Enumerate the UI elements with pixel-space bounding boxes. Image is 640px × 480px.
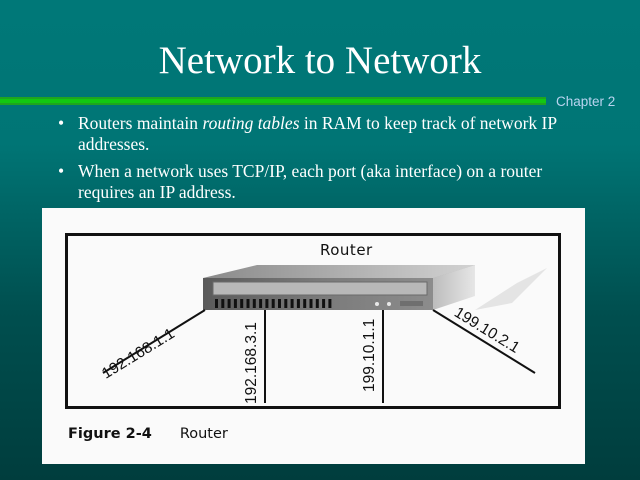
router-vent-slot: [265, 299, 269, 308]
bullet-text: Routers maintain: [78, 113, 203, 133]
figure-frame: [65, 233, 561, 409]
bullet-item: • When a network uses TCP/IP, each port …: [56, 161, 576, 203]
router-label: Router: [320, 241, 373, 259]
router-vent-slot: [278, 299, 281, 308]
chapter-label: Chapter 2: [556, 94, 616, 109]
router-vent-slot: [233, 299, 237, 308]
slide-title: Network to Network: [158, 39, 482, 82]
link-line-left-diagonal: [102, 309, 206, 374]
router-side-face: [433, 265, 475, 310]
router-led-icon: [387, 302, 391, 306]
title-divider: [0, 97, 546, 106]
router-port-panel: [400, 301, 423, 306]
router-vent-slot: [227, 299, 231, 308]
router-vent-slot: [290, 299, 294, 308]
router-led-icon: [375, 302, 379, 306]
router-vent-slot: [271, 299, 275, 308]
router-vent-slot: [322, 299, 326, 308]
router-vent-slot: [296, 299, 300, 308]
router-vent-slot: [246, 299, 250, 308]
router-vent-slot: [328, 299, 332, 308]
router-vent-slot: [221, 299, 225, 308]
ip-label-192-168-3-1: 192.168.3.1: [243, 322, 260, 404]
router-shadow: [475, 268, 547, 310]
router-vent-slot: [309, 299, 313, 308]
router-vent-slot: [215, 299, 218, 308]
link-line-right-diagonal: [432, 309, 536, 374]
router-display-slot: [212, 281, 428, 296]
bullet-emphasis: routing tables: [202, 113, 300, 133]
router-vent-slot: [284, 299, 288, 308]
ip-label-199-10-1-1: 199.10.1.1: [361, 318, 378, 392]
router-vents: [215, 299, 332, 308]
router-vent-slot: [259, 299, 263, 308]
bullet-text: When a network uses TCP/IP, each port (a…: [78, 161, 543, 202]
router-top-face: [203, 265, 475, 278]
router-vent-slot: [303, 299, 307, 308]
bullet-text: in RAM to keep track of network IP addre…: [78, 113, 557, 154]
router-diagram: [102, 265, 547, 403]
figure-caption: Figure 2-4 Router: [68, 426, 228, 442]
router-vent-slot: [252, 299, 256, 308]
bullet-icon: •: [58, 161, 65, 181]
figure-caption-text: Router: [179, 426, 228, 442]
router-vent-slot: [240, 299, 244, 308]
bullet-icon: •: [58, 113, 65, 133]
figure-number: Figure 2-4: [68, 426, 152, 442]
bullet-item: • Routers maintain routing tables in RAM…: [56, 113, 576, 155]
bullet-list: • Routers maintain routing tables in RAM…: [56, 113, 576, 209]
router-vent-slot: [315, 299, 319, 308]
router-figure: Router 192.168.1.1 192.168.3.1 199.10.1.…: [42, 208, 585, 464]
